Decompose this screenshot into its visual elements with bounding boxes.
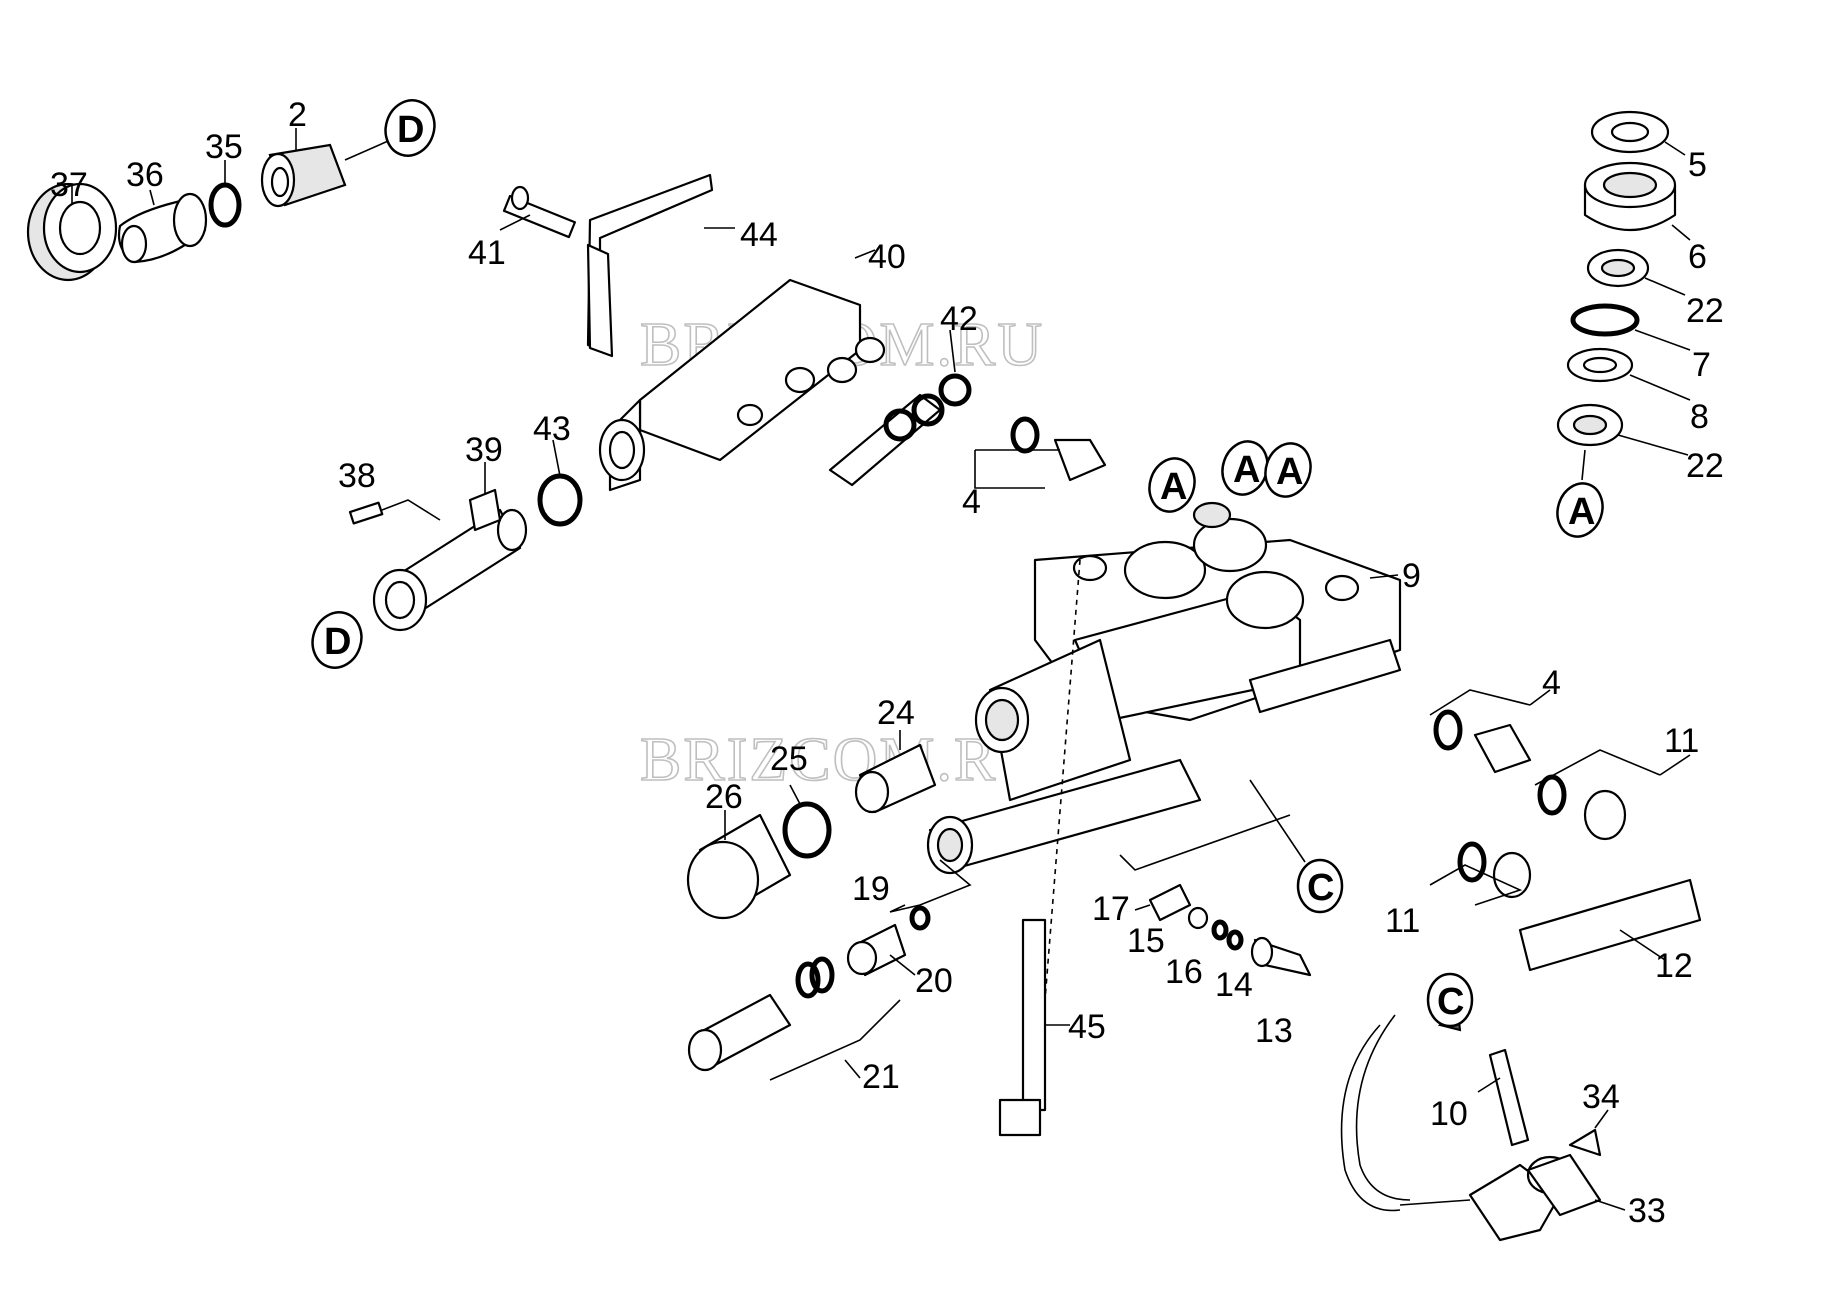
leader-7 (1634, 329, 1691, 351)
label-11-upper: 11 (1664, 722, 1699, 760)
part-26-plug (686, 810, 792, 920)
label-4-top: 4 (962, 483, 981, 521)
label-26: 26 (705, 778, 743, 816)
part-42-gasket-set (828, 329, 972, 487)
part-4-check-valve-right (1429, 689, 1551, 774)
label-5: 5 (1688, 146, 1707, 184)
svg-text:C: C (1437, 981, 1464, 1023)
part-4-check-valve-top (974, 416, 1107, 489)
label-19: 19 (852, 870, 890, 908)
ref-bubble-C-1: C (1249, 779, 1344, 914)
label-10: 10 (1430, 1095, 1468, 1133)
leader-13-group (1119, 814, 1291, 871)
svg-text:A: A (1276, 451, 1303, 493)
label-8: 8 (1690, 398, 1709, 436)
part-43-o-ring (537, 473, 583, 527)
part-11-plug-lower (1429, 841, 1532, 906)
part-45-long-bolt (998, 918, 1070, 1137)
part-37-union-nut (26, 182, 118, 282)
part-8-washer (1566, 347, 1691, 401)
label-33: 33 (1628, 1192, 1666, 1230)
bolt-axis-line (1044, 559, 1081, 1001)
part-7-o-ring (1570, 303, 1640, 337)
ref-bubble-A-2: A (1221, 440, 1269, 496)
label-20: 20 (915, 962, 953, 1000)
part-15-ball (1187, 906, 1209, 930)
part-36-connector (117, 189, 208, 264)
part-22-seal-upper (1586, 248, 1686, 296)
label-25: 25 (770, 740, 808, 778)
part-9-inlet-pipe (926, 638, 1202, 875)
svg-text:A: A (1233, 449, 1260, 491)
part-40-valve-housing (598, 249, 886, 492)
label-12: 12 (1655, 947, 1693, 985)
part-44-mounting-bracket (586, 173, 735, 358)
label-24: 24 (877, 694, 915, 732)
label-36: 36 (126, 156, 164, 194)
part-2-filter (260, 128, 396, 208)
label-21: 21 (862, 1058, 900, 1096)
part-22-seal-lower (1556, 403, 1689, 481)
label-11-lower: 11 (1385, 902, 1420, 940)
label-16: 16 (1165, 953, 1203, 991)
label-22-lower: 22 (1686, 447, 1724, 485)
label-22-upper: 22 (1686, 292, 1724, 330)
label-4-right: 4 (1542, 664, 1561, 702)
part-41-bolt (499, 185, 577, 239)
label-7: 7 (1692, 346, 1711, 384)
part-35-o-ring (208, 182, 242, 228)
label-37: 37 (50, 166, 88, 204)
label-17: 17 (1092, 890, 1130, 928)
svg-text:C: C (1307, 867, 1334, 909)
part-20-valve-piston (846, 923, 916, 977)
label-15: 15 (1127, 922, 1165, 960)
ref-bubble-D-top: D (384, 99, 436, 157)
label-6: 6 (1688, 238, 1707, 276)
label-45: 45 (1068, 1008, 1106, 1046)
label-39: 39 (465, 431, 503, 469)
label-2: 2 (288, 96, 307, 134)
ref-bubble-A-3: A (1264, 442, 1312, 498)
label-9: 9 (1402, 557, 1421, 595)
watermark-middle: BRIZCOM.RU (640, 726, 1044, 794)
part-38-screw (348, 499, 441, 525)
leader-43 (552, 439, 561, 477)
label-43: 43 (533, 410, 571, 448)
svg-text:A: A (1160, 466, 1187, 508)
part-16-o-ring (1211, 919, 1229, 941)
label-35: 35 (205, 128, 243, 166)
part-24-valve-spring (854, 730, 937, 814)
part-6-seal-ring (1583, 161, 1691, 241)
part-12-plate (1518, 878, 1702, 972)
label-42: 42 (940, 300, 978, 338)
part-34-cap (1568, 1109, 1609, 1157)
label-40: 40 (868, 238, 906, 276)
ref-bubble-D-bottom: D (311, 611, 363, 669)
part-9-pump-head (1033, 501, 1402, 722)
label-34: 34 (1582, 1078, 1620, 1116)
ref-bubble-A-1: A (1148, 457, 1196, 513)
leader-25 (789, 784, 801, 805)
svg-text:A: A (1568, 491, 1595, 533)
part-11-plug-upper (1534, 749, 1691, 841)
part-13-connector (1250, 936, 1312, 977)
part-14-o-ring (1226, 929, 1244, 951)
svg-text:D: D (397, 109, 424, 151)
ref-bubble-C-2: C (1426, 972, 1474, 1028)
part-33-sensor-housing (1468, 1153, 1626, 1242)
label-44: 44 (740, 216, 778, 254)
ref-bubble-A-4: A (1556, 482, 1604, 538)
label-13: 13 (1255, 1012, 1293, 1050)
part-39-pipe-fitting (372, 462, 528, 632)
part-19-o-ring-small (889, 859, 972, 931)
part-25-o-ring (782, 801, 832, 859)
label-41: 41 (468, 234, 506, 272)
svg-text:D: D (324, 621, 351, 663)
part-17-spring (1134, 883, 1192, 922)
part-5-washer (1590, 110, 1686, 156)
part-21-valve-insert (687, 956, 901, 1081)
label-38: 38 (338, 457, 376, 495)
label-14: 14 (1215, 966, 1253, 1004)
